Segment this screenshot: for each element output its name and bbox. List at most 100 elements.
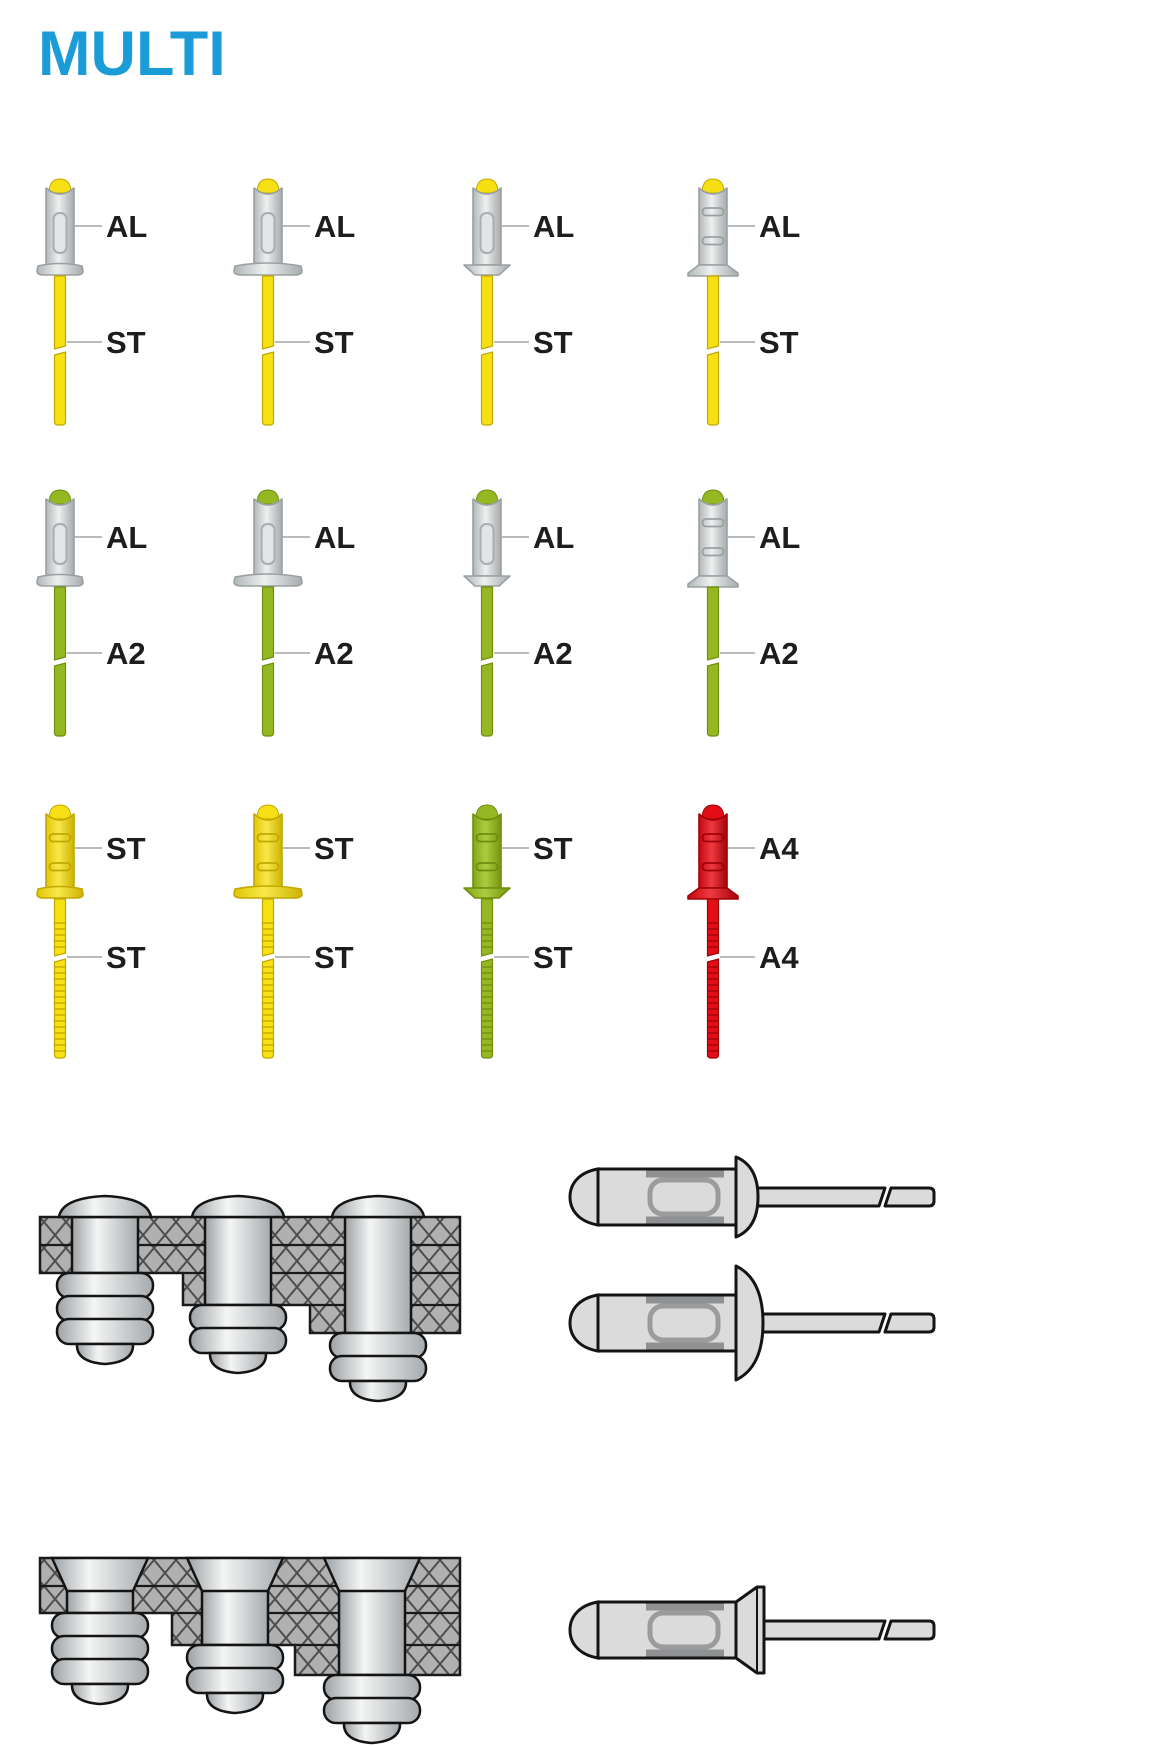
countersunk-head (185, 1556, 285, 1593)
knurl-band (646, 1296, 724, 1304)
body-groove (701, 518, 725, 528)
mandrel-stem-upper (706, 898, 720, 957)
rivet-flange (734, 1585, 766, 1675)
bulge-ring (50, 1611, 150, 1640)
body-slot (479, 212, 495, 254)
installed-cross-sections (38, 1194, 462, 1745)
bulge-ring (50, 1634, 150, 1663)
rivet-nose (568, 1293, 600, 1353)
stem-segment (883, 1312, 936, 1334)
mandrel-stem-lower (480, 662, 494, 737)
body-groove (256, 862, 280, 872)
rivet-body (698, 187, 728, 266)
mandrel-tip (205, 1691, 265, 1715)
rivet-body-label: AL (314, 520, 355, 555)
countersunk-head (50, 1556, 150, 1593)
knurl-band (646, 1170, 724, 1178)
body-slot (260, 212, 276, 254)
stem-segment (883, 1186, 936, 1208)
mandrel-stem-upper (706, 586, 720, 661)
mandrel-tip (348, 1379, 408, 1403)
mandrel-stem-upper (480, 586, 494, 661)
rivet-flange (687, 575, 739, 588)
body-groove (701, 236, 725, 246)
body-slot (647, 1303, 721, 1343)
mandrel-stem-upper (53, 898, 67, 957)
rivet-stem-label: ST (314, 325, 354, 360)
body-groove (475, 862, 499, 872)
rivet-shaft (200, 1586, 270, 1647)
installed-rivet (185, 1556, 285, 1715)
stem-segment (760, 1312, 887, 1334)
dome-head (330, 1194, 426, 1219)
vertical-rivet-r1-c1: AL ST (36, 178, 147, 426)
mandrel-tip (75, 1342, 135, 1366)
rivet-stem-label: ST (106, 940, 146, 975)
rivet-flange (463, 575, 511, 587)
body-groove (48, 833, 72, 843)
rivet-flange (463, 264, 511, 276)
mandrel-stem-upper (261, 586, 275, 661)
rivet-nose (568, 1167, 600, 1227)
stem-segment (761, 1619, 887, 1641)
rivet-body-label: ST (533, 831, 573, 866)
installed-rivet (188, 1194, 288, 1375)
mandrel-stem-lower (706, 351, 720, 426)
rivet-flange (233, 573, 303, 587)
rivet-stem-label: A4 (759, 940, 799, 975)
mandrel-cap (701, 178, 725, 194)
profile-rivets (568, 1155, 936, 1675)
mandrel-cap (256, 178, 280, 194)
body-groove (48, 862, 72, 872)
installed-rivet (55, 1194, 155, 1366)
mandrel-cap (475, 178, 499, 194)
body-groove (701, 862, 725, 872)
body-slot (647, 1177, 721, 1217)
bulge-ring (322, 1696, 422, 1725)
body-groove (475, 833, 499, 843)
mandrel-cap (256, 804, 280, 820)
mandrel-cap (475, 489, 499, 505)
rivet-flange (687, 264, 739, 277)
stem-segment (755, 1186, 887, 1208)
page-title: MULTI (38, 19, 226, 89)
cross-section-countersunk-heads (38, 1556, 462, 1745)
mandrel-stem-upper (480, 275, 494, 350)
rivet-flange (233, 885, 303, 899)
rivet-flange (36, 262, 84, 276)
body-groove (701, 207, 725, 217)
body-slot (260, 523, 276, 565)
rivet-stem-label: ST (106, 325, 146, 360)
bulge-ring (55, 1317, 155, 1346)
knurl-band (646, 1649, 724, 1657)
rivet-nose (568, 1600, 600, 1660)
bulge-ring (55, 1294, 155, 1323)
bulge-ring (328, 1331, 428, 1360)
rivet-body (472, 813, 502, 889)
bulge-ring (185, 1666, 285, 1695)
body-groove (256, 833, 280, 843)
bulge-ring (50, 1657, 150, 1686)
knurl-band (646, 1603, 724, 1611)
mandrel-stem-lower (706, 662, 720, 737)
rivet-stem-label: ST (759, 325, 799, 360)
rivet-stem-label: ST (533, 325, 573, 360)
profile-rivet-dome-large (568, 1264, 936, 1382)
body-slot (52, 212, 68, 254)
profile-rivet-countersunk-countersunk (568, 1585, 936, 1675)
mandrel-cap (48, 489, 72, 505)
rivet-grid: ALSTALSTALSTALSTALA2ALA2ALA2ALA2STSTSTST… (36, 178, 800, 1059)
installed-rivet (322, 1556, 422, 1745)
rivet-body-label: AL (106, 209, 147, 244)
rivet-flange (36, 573, 84, 587)
rivet-stem-label: A2 (106, 636, 146, 671)
dome-head (57, 1194, 153, 1219)
mandrel-stem-lower (53, 351, 67, 426)
installed-rivet (328, 1194, 428, 1403)
body-groove (701, 547, 725, 557)
